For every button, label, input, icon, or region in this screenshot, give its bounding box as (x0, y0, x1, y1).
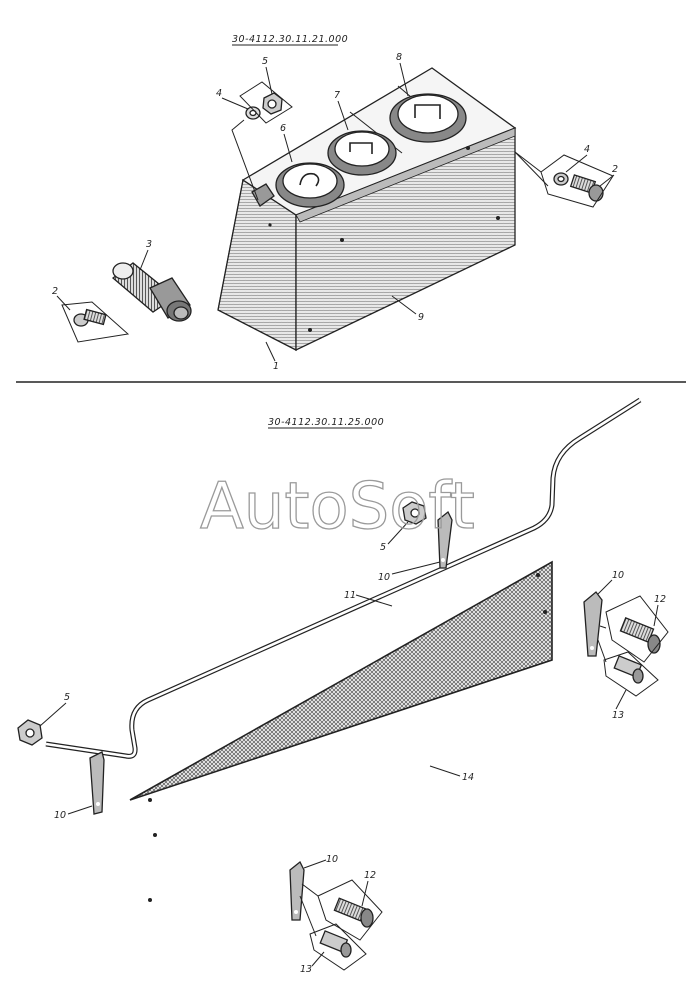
svg-text:14: 14 (462, 772, 474, 783)
svg-text:2: 2 (52, 286, 58, 297)
svg-text:12: 12 (364, 870, 376, 881)
screw-12-bottom (333, 897, 374, 928)
svg-text:3: 3 (146, 239, 152, 250)
svg-text:7: 7 (334, 90, 340, 101)
housing-box (217, 67, 517, 352)
svg-text:13: 13 (612, 710, 624, 721)
svg-text:4: 4 (216, 88, 222, 99)
screw-12-right (619, 617, 661, 654)
svg-text:10: 10 (326, 854, 338, 865)
svg-text:10: 10 (378, 572, 390, 583)
rod-11 (45, 397, 642, 759)
ashtray-cover-8 (389, 93, 467, 143)
nut-5-rod-mid (402, 501, 427, 525)
bolt-13-right (613, 655, 644, 684)
svg-text:6: 6 (280, 123, 286, 134)
watermark: AutoSoft (200, 470, 475, 544)
cigarette-lighter-3 (111, 262, 192, 322)
ashtray-cover-6 (275, 162, 345, 208)
clip-10-rod-mid (437, 510, 453, 569)
svg-text:8: 8 (396, 52, 402, 63)
screw-2-right (569, 174, 604, 202)
svg-text:9: 9 (418, 312, 424, 323)
svg-text:12: 12 (654, 594, 666, 605)
screw-2-left (61, 301, 130, 343)
assembly-code-top: 30-4112.30.11.21.000 (232, 34, 348, 45)
svg-text:2: 2 (612, 164, 618, 175)
svg-text:5: 5 (380, 542, 386, 553)
svg-text:5: 5 (64, 692, 70, 703)
nut-5-rod-left (17, 719, 43, 746)
assembly-code-bottom: 30-4112.30.11.25.000 (268, 417, 384, 428)
svg-text:4: 4 (584, 144, 590, 155)
bolt-13-bottom (319, 930, 352, 958)
washer-4-right (553, 172, 569, 186)
callouts-bottom: 5 10 11 10 12 13 5 14 10 10 12 13 (39, 521, 666, 975)
svg-text:10: 10 (54, 810, 66, 821)
clip-10-right (583, 591, 603, 657)
svg-text:5: 5 (262, 56, 268, 67)
svg-text:10: 10 (612, 570, 624, 581)
clip-10-left (89, 751, 105, 815)
callouts-top: 1 2 3 4 5 6 7 8 9 4 2 (52, 52, 618, 372)
svg-text:13: 13 (300, 964, 312, 975)
svg-text:11: 11 (344, 590, 356, 601)
nut-5 (262, 92, 283, 115)
svg-text:1: 1 (273, 361, 279, 372)
clip-10-bottom (289, 860, 305, 921)
trim-panel-14 (129, 560, 553, 801)
ashtray-cover-7 (327, 130, 397, 176)
